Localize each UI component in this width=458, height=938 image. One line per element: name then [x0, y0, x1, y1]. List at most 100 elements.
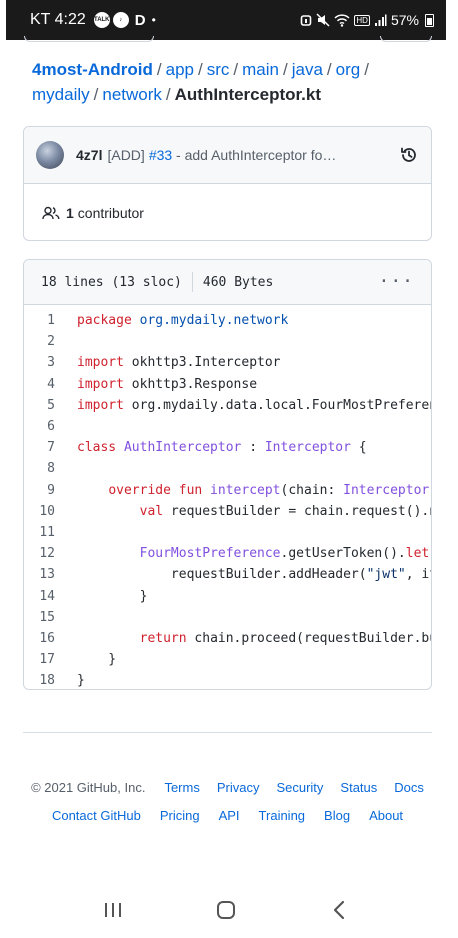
line-number[interactable]: 4 — [47, 376, 55, 392]
notification-dot: • — [151, 13, 156, 27]
back-icon[interactable] — [324, 895, 354, 925]
footer-link-terms[interactable]: Terms — [164, 779, 200, 795]
footer-link-pricing[interactable]: Pricing — [159, 807, 200, 823]
file-header: 18 lines (13 sloc) 460 Bytes ··· — [24, 260, 431, 305]
copyright: © 2021 GitHub, Inc. — [31, 779, 146, 795]
clock: KT 4:22 — [30, 11, 86, 28]
more-options-button[interactable]: ··· — [378, 271, 414, 292]
latest-commit-box: 4z7l [ADD] #33 - add AuthInterceptor fo…… — [23, 126, 432, 241]
commit-pr-link[interactable]: #33 — [148, 147, 173, 163]
line-number[interactable]: 3 — [47, 355, 55, 371]
line-number[interactable]: 1 — [47, 313, 55, 329]
home-icon[interactable] — [211, 895, 241, 925]
line-number[interactable]: 9 — [47, 482, 55, 498]
mute-icon — [316, 13, 330, 27]
footer-row-2: Contact GitHub Pricing API Training Blog… — [23, 804, 432, 826]
line-content: return chain.proceed(requestBuilder.bu — [139, 630, 431, 646]
line-number[interactable]: 7 — [47, 440, 55, 456]
breadcrumb-mydaily[interactable]: mydaily — [32, 85, 90, 104]
commit-author[interactable]: 4z7l — [76, 147, 103, 163]
talk-icon: TALK — [93, 12, 110, 28]
code-line: 10 val requestBuilder = chain.request().… — [24, 501, 431, 522]
line-number[interactable]: 8 — [47, 461, 55, 477]
code-line: 9 override fun intercept(chain: Intercep… — [24, 480, 431, 501]
line-number[interactable]: 17 — [39, 652, 55, 668]
breadcrumb: 4most-Android/app/src/main/java/org/myda… — [32, 60, 369, 104]
code-line: 13 requestBuilder.addHeader("jwt", it — [24, 564, 431, 585]
breadcrumb-org[interactable]: org — [335, 60, 361, 79]
line-number[interactable]: 13 — [39, 567, 55, 583]
line-content: FourMostPreference.getUserToken().let — [139, 546, 430, 562]
avatar[interactable] — [36, 141, 64, 169]
battery-icon — [425, 13, 434, 27]
footer-link-docs[interactable]: Docs — [394, 779, 424, 795]
battery-level: 57% — [390, 12, 419, 28]
header-divider — [191, 272, 193, 292]
footer-link-blog[interactable]: Blog — [324, 807, 351, 823]
breadcrumb-main[interactable]: main — [242, 60, 279, 79]
code-line: 8 — [24, 458, 431, 479]
history-icon[interactable] — [399, 145, 419, 165]
people-icon — [42, 206, 60, 219]
line-number[interactable]: 5 — [47, 397, 55, 413]
line-number[interactable]: 10 — [39, 503, 55, 519]
footer-link-training[interactable]: Training — [258, 807, 306, 823]
contributor-label: contributor — [77, 204, 144, 221]
code-line: 5 import org.mydaily.data.local.FourMostP… — [24, 395, 431, 416]
file-lines-count: 18 lines (13 sloc) — [41, 274, 182, 290]
contributors-row[interactable]: 1 contributor — [24, 184, 431, 240]
code-line: 12 FourMostPreference.getUserToken().let — [24, 543, 431, 564]
line-number[interactable]: 11 — [39, 524, 55, 540]
code-line: 17 } — [24, 649, 431, 670]
recent-apps-icon[interactable] — [98, 895, 128, 925]
commit-message-text: - add AuthInterceptor fo… — [172, 147, 337, 163]
footer-link-status[interactable]: Status — [340, 779, 378, 795]
footer-link-contact[interactable]: Contact GitHub — [51, 807, 141, 823]
line-number[interactable]: 6 — [47, 419, 55, 435]
footer-link-api[interactable]: API — [218, 807, 240, 823]
sound-icon: ♪ — [112, 12, 129, 28]
signal-icon — [374, 14, 387, 26]
breadcrumb-file: AuthInterceptor.kt — [174, 85, 322, 104]
line-number[interactable]: 14 — [39, 588, 55, 604]
line-number[interactable]: 16 — [39, 630, 55, 646]
line-content: } — [77, 652, 117, 668]
footer-link-about[interactable]: About — [369, 807, 404, 823]
line-number[interactable]: 12 — [39, 546, 55, 562]
wifi-icon — [334, 13, 350, 27]
line-number[interactable]: 2 — [47, 334, 55, 350]
line-content: requestBuilder.addHeader("jwt", it — [170, 567, 431, 583]
latest-commit-row: 4z7l [ADD] #33 - add AuthInterceptor fo… — [24, 127, 431, 184]
footer-link-security[interactable]: Security — [276, 779, 324, 795]
code-line: 14 } — [24, 585, 431, 606]
code-line: 18} — [24, 670, 431, 689]
file-size: 460 Bytes — [202, 274, 274, 290]
scrolled-header-left — [24, 36, 154, 42]
status-right: HD 57% — [300, 12, 434, 28]
line-number[interactable]: 15 — [39, 609, 55, 625]
breadcrumb-src[interactable]: src — [206, 60, 230, 79]
code-line: 11 — [24, 522, 431, 543]
code-line: 16 return chain.proceed(requestBuilder.b… — [24, 628, 431, 649]
breadcrumb-java[interactable]: java — [291, 60, 323, 79]
code-line: 15 — [24, 607, 431, 628]
breadcrumb-network[interactable]: network — [102, 85, 162, 104]
footer-link-privacy[interactable]: Privacy — [216, 779, 260, 795]
contributor-count: 1 — [66, 204, 74, 221]
line-number[interactable]: 18 — [39, 673, 55, 689]
commit-message[interactable]: #33 - add AuthInterceptor fo… — [149, 147, 337, 163]
footer-row-1: © 2021 GitHub, Inc. Terms Privacy Securi… — [23, 776, 432, 798]
footer-divider — [23, 732, 432, 733]
system-nav-bar — [6, 885, 446, 935]
breadcrumb-repo[interactable]: 4most-Android — [32, 60, 153, 79]
status-bar: KT 4:22 TALK ♪ D • HD 57% — [6, 0, 446, 40]
breadcrumb-app[interactable]: app — [165, 60, 194, 79]
line-content: import org.mydaily.data.local.FourMostPr… — [77, 397, 431, 413]
line-content: val requestBuilder = chain.request().n — [139, 503, 431, 519]
code-line: 2 — [24, 331, 431, 352]
